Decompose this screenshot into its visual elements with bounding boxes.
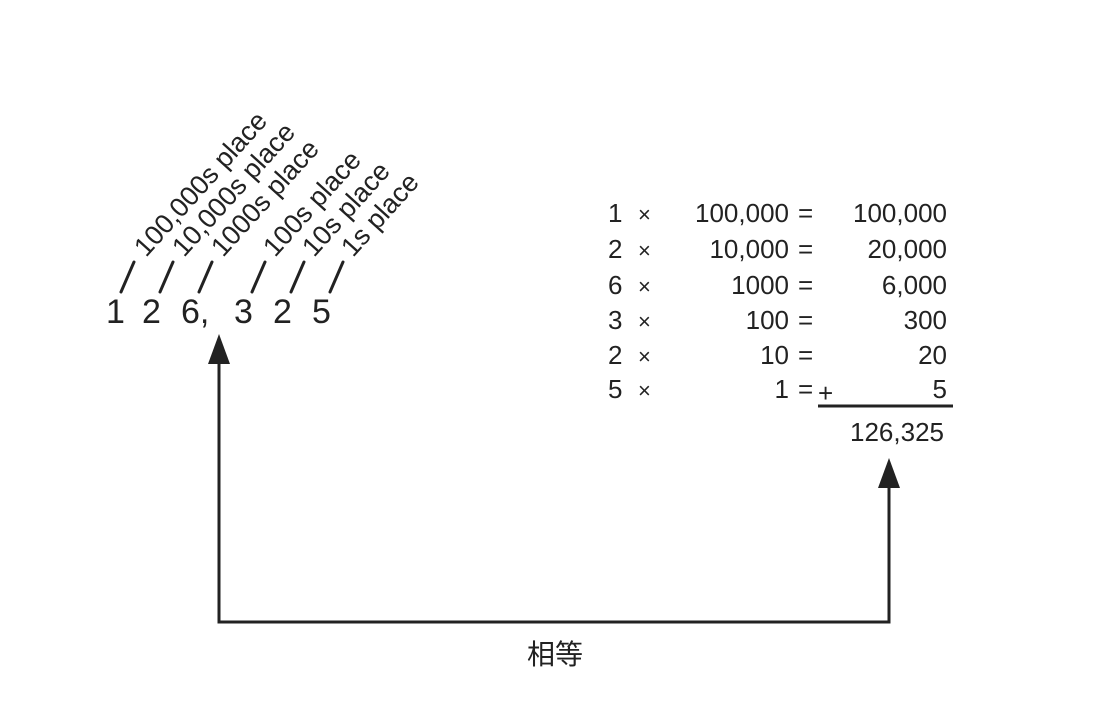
place-labels: 100,000s place 10,000s place 1000s place… bbox=[128, 106, 425, 262]
place-tick bbox=[289, 260, 306, 294]
place-ticks bbox=[119, 260, 345, 294]
equals-sign: = bbox=[798, 374, 813, 404]
connector-line bbox=[217, 362, 891, 624]
number-digit: 2 bbox=[142, 293, 161, 331]
row-product: 100,000 bbox=[853, 198, 947, 228]
expansion-row: 5 × 1 = + 5 bbox=[608, 374, 947, 408]
expansion-row: 2 × 10 = 20 bbox=[608, 340, 947, 370]
row-digit: 6 bbox=[608, 270, 622, 300]
place-tick bbox=[250, 260, 267, 294]
row-product: 300 bbox=[904, 305, 947, 335]
plus-sign: + bbox=[818, 378, 833, 408]
row-place-value: 1 bbox=[775, 374, 789, 404]
connector-label: 相等 bbox=[527, 638, 583, 671]
times-sign: × bbox=[638, 344, 651, 369]
row-place-value: 10,000 bbox=[709, 234, 789, 264]
equals-sign: = bbox=[798, 234, 813, 264]
row-digit: 1 bbox=[608, 198, 622, 228]
equals-sign: = bbox=[798, 340, 813, 370]
row-place-value: 10 bbox=[760, 340, 789, 370]
row-place-value: 1000 bbox=[731, 270, 789, 300]
equals-sign: = bbox=[798, 305, 813, 335]
row-place-value: 100 bbox=[746, 305, 789, 335]
row-product: 6,000 bbox=[882, 270, 947, 300]
row-place-value: 100,000 bbox=[695, 198, 789, 228]
equals-sign: = bbox=[798, 198, 813, 228]
arrowhead-left-icon bbox=[208, 334, 230, 364]
times-sign: × bbox=[638, 238, 651, 263]
place-tick bbox=[158, 260, 175, 294]
times-sign: × bbox=[638, 309, 651, 334]
number-digit: 3 bbox=[234, 293, 253, 331]
expansion-row: 2 × 10,000 = 20,000 bbox=[608, 234, 947, 264]
number-digit: 6, bbox=[181, 293, 209, 331]
sum-total: 126,325 bbox=[850, 417, 944, 447]
equality-connector bbox=[208, 334, 900, 624]
row-digit: 2 bbox=[608, 234, 622, 264]
times-sign: × bbox=[638, 202, 651, 227]
expansion-row: 1 × 100,000 = 100,000 bbox=[608, 198, 947, 228]
number-digit: 1 bbox=[106, 293, 125, 331]
arrowhead-right-icon bbox=[878, 458, 900, 488]
times-sign: × bbox=[638, 378, 651, 403]
row-product: 20 bbox=[918, 340, 947, 370]
place-tick bbox=[197, 260, 214, 294]
place-tick bbox=[119, 260, 136, 294]
equals-sign: = bbox=[798, 270, 813, 300]
row-digit: 3 bbox=[608, 305, 622, 335]
row-product: 5 bbox=[933, 374, 947, 404]
place-tick bbox=[328, 260, 345, 294]
expansion-row: 3 × 100 = 300 bbox=[608, 305, 947, 335]
number-digit: 5 bbox=[312, 293, 331, 331]
expansion-table: 1 × 100,000 = 100,000 2 × 10,000 = 20,00… bbox=[608, 198, 953, 447]
number-display: 1 2 6, 3 2 5 bbox=[106, 293, 331, 331]
row-digit: 5 bbox=[608, 374, 622, 404]
times-sign: × bbox=[638, 274, 651, 299]
expansion-row: 6 × 1000 = 6,000 bbox=[608, 270, 947, 300]
number-digit: 2 bbox=[273, 293, 292, 331]
row-product: 20,000 bbox=[867, 234, 947, 264]
row-digit: 2 bbox=[608, 340, 622, 370]
